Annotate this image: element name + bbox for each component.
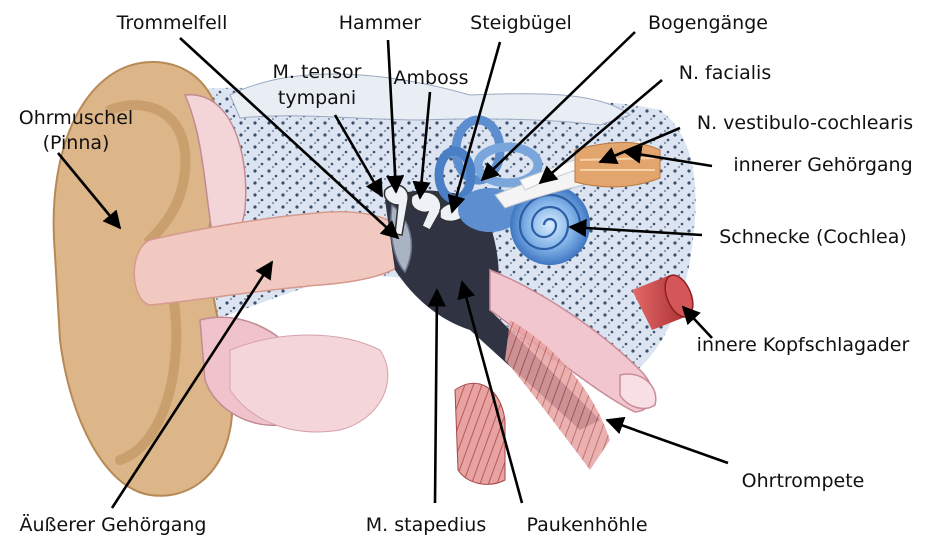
- tensor-veli-muscle: [455, 383, 505, 484]
- internal-meatus: [575, 143, 660, 187]
- label-paukenhoehle: Paukenhöhle: [526, 514, 647, 536]
- label-steigbuegel: Steigbügel: [470, 12, 572, 34]
- label-aeusserer-gehoergang: Äußerer Gehörgang: [20, 513, 207, 536]
- label-ohrmuschel-line2: (Pinna): [43, 132, 110, 154]
- arrow-stapedius: [435, 290, 437, 503]
- label-kopfschlagader: innere Kopfschlagader: [697, 334, 910, 356]
- label-hammer: Hammer: [339, 12, 422, 34]
- label-tensor-line1: M. tensor: [273, 61, 362, 83]
- label-bogengaenge: Bogengänge: [648, 12, 768, 34]
- label-tensor-line2: tympani: [278, 87, 356, 109]
- label-schnecke: Schnecke (Cochlea): [719, 226, 907, 248]
- label-ohrtrompete: Ohrtrompete: [742, 470, 865, 492]
- arrow-ohrtrompete: [607, 420, 728, 463]
- label-innerer-gehoergang: innerer Gehörgang: [733, 154, 912, 176]
- label-ohrmuschel-line1: Ohrmuschel: [19, 107, 133, 129]
- label-trommelfell: Trommelfell: [116, 12, 228, 34]
- label-amboss: Amboss: [394, 67, 469, 89]
- ear-illustration: [54, 62, 699, 496]
- label-facialis: N. facialis: [679, 62, 771, 84]
- label-vestibulo: N. vestibulo-cochlearis: [697, 112, 913, 134]
- label-stapedius: M. stapedius: [366, 514, 487, 536]
